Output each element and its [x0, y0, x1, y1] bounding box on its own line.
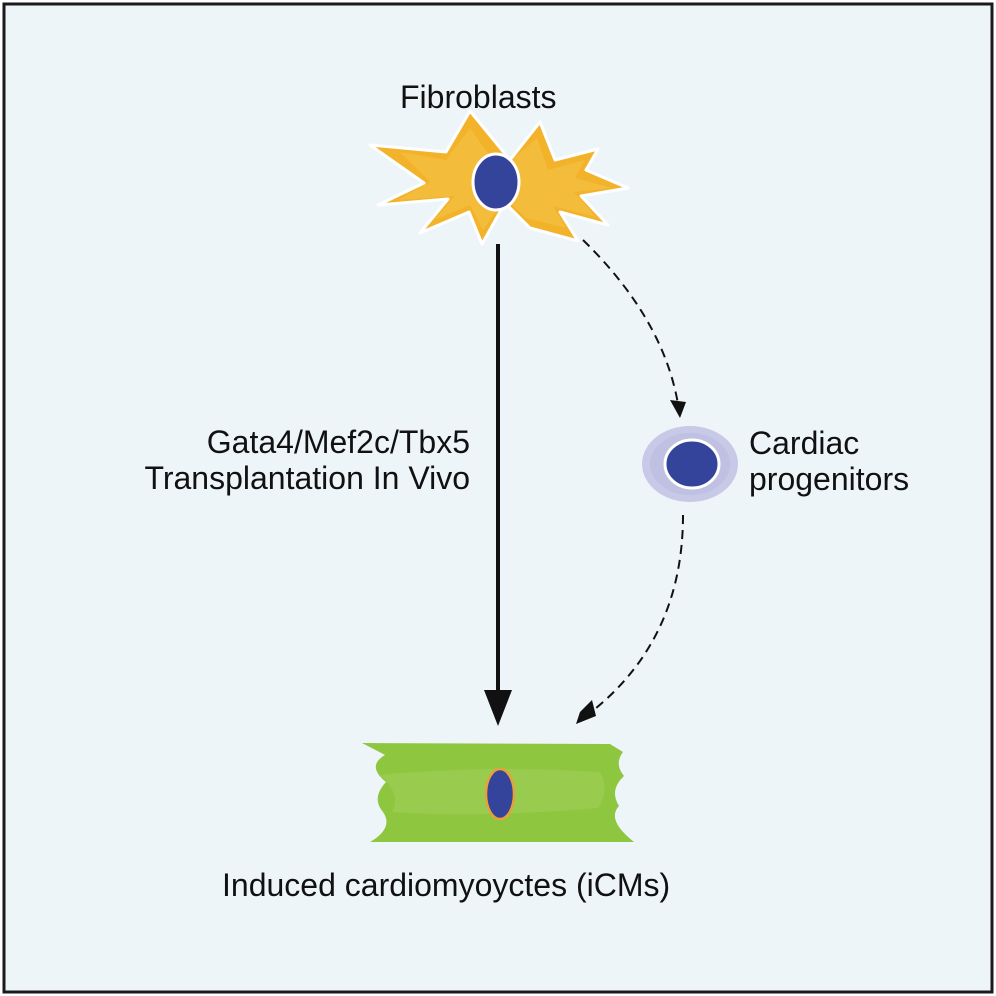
cardiac-progenitors-label: Cardiac progenitors	[749, 425, 909, 497]
fibroblasts-label: Fibroblasts	[400, 79, 557, 115]
progenitor-to-cardiomyocyte-arrow	[576, 514, 684, 724]
progenitors-line2-text: progenitors	[749, 461, 910, 497]
icms-label: Induced cardiomyoyctes (iCMs)	[222, 867, 671, 903]
cardiomyocyte-nucleus-icon	[484, 767, 516, 821]
fibroblast-to-progenitor-arrow	[582, 239, 686, 418]
reprogramming-factors-text: Gata4/Mef2c/Tbx5	[206, 424, 470, 460]
progenitor-nucleus-icon	[663, 438, 721, 490]
reprogramming-method-label: Gata4/Mef2c/Tbx5 Transplantation In Vivo	[144, 424, 470, 496]
fibroblast-nucleus-icon	[471, 152, 521, 212]
progenitors-line1-text: Cardiac	[749, 425, 860, 461]
reprogramming-context-text: Transplantation In Vivo	[144, 460, 470, 496]
progenitor-cell-icon	[642, 426, 738, 502]
direct-reprogramming-arrow	[484, 244, 512, 726]
cardiomyocyte-cell-icon	[362, 743, 634, 842]
fibroblast-cell-icon	[368, 109, 630, 246]
